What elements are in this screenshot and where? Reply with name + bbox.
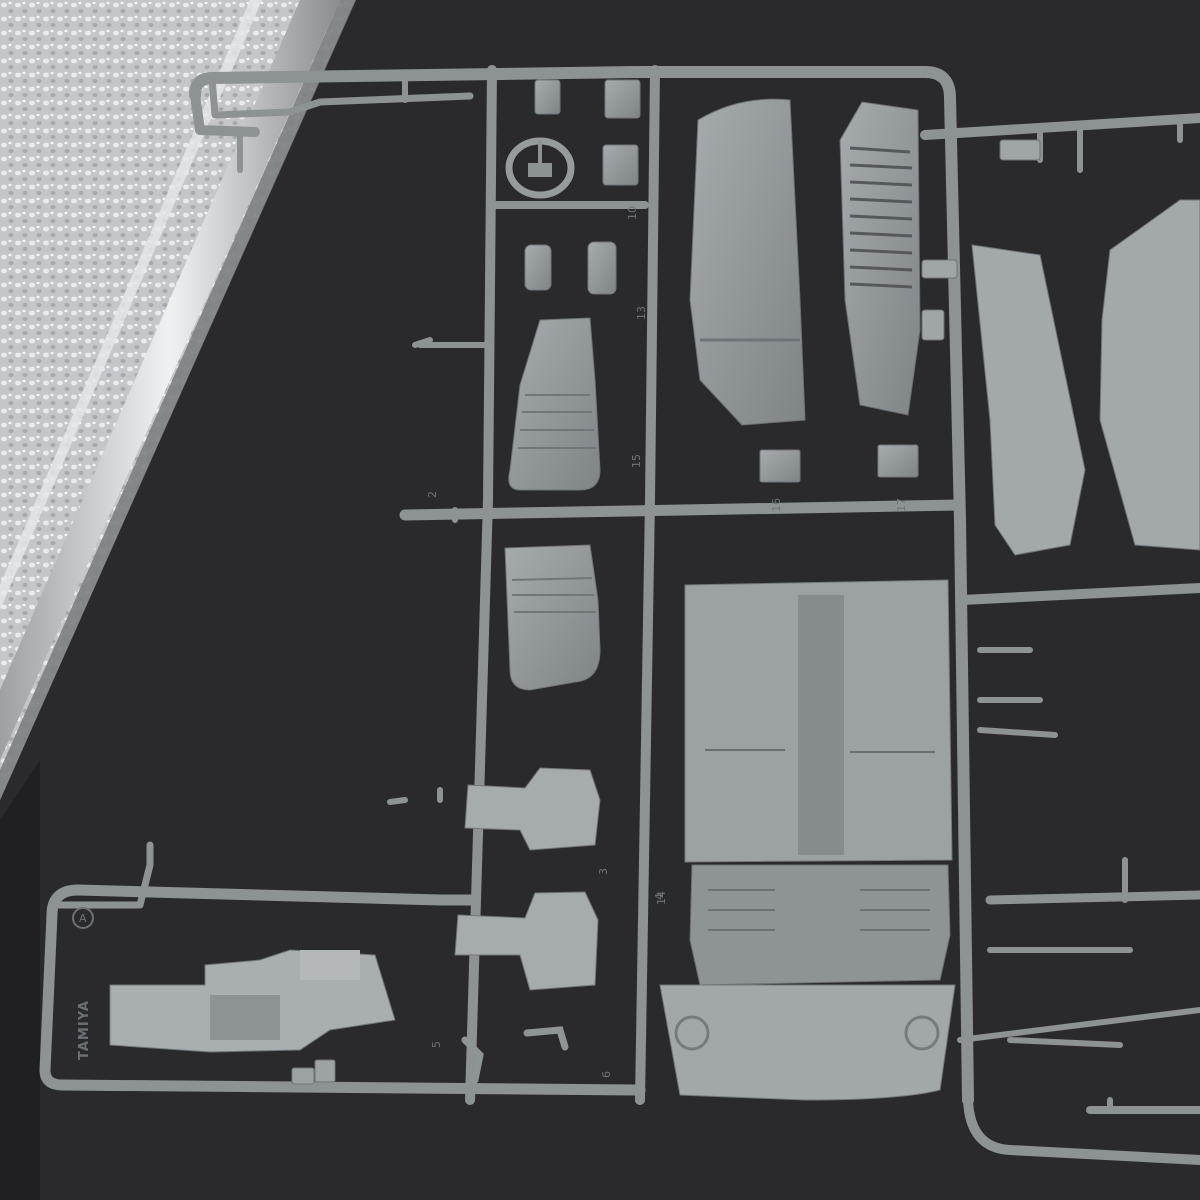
sprue-gates xyxy=(237,72,1183,1113)
part-number-3: 3 xyxy=(597,868,610,875)
part-number-6: 6 xyxy=(600,1071,613,1078)
runner-left-loop xyxy=(208,74,474,119)
pedals-part xyxy=(291,1059,336,1085)
rear-panel-part xyxy=(659,984,956,1101)
sprue-branding: A TAMIYA xyxy=(72,907,94,1060)
mirror-parts xyxy=(921,139,1041,341)
small-parts-top xyxy=(524,79,919,483)
part-number-2: 2 xyxy=(426,491,439,498)
runner-top-left xyxy=(190,90,260,137)
front-seat-part xyxy=(508,317,601,491)
floor-pan-part xyxy=(684,579,953,863)
tree-letter-badge xyxy=(72,907,94,929)
part-number-5: 5 xyxy=(430,1041,443,1048)
steering-wheel-part xyxy=(505,137,575,199)
runner-vertical-a xyxy=(465,65,497,1105)
dashboard-part xyxy=(109,949,396,1053)
part-numbers: 2 3 4 5 6 10 13 14 15 16 17 xyxy=(426,206,908,1078)
door-panel-part xyxy=(689,98,806,426)
runner-top xyxy=(189,66,974,1106)
tree-letter: A xyxy=(79,912,87,925)
part-number-14: 14 xyxy=(655,891,668,905)
front-seat-part-2 xyxy=(504,544,601,691)
runner-cross-middle xyxy=(399,499,966,521)
lever-parts xyxy=(461,1026,569,1084)
runner-vertical-b xyxy=(635,65,660,1105)
part-number-13: 13 xyxy=(635,306,648,320)
runner-right-bottom xyxy=(963,1095,1200,1165)
sprue-tree-a xyxy=(39,65,1200,1165)
part-number-17: 17 xyxy=(895,498,908,512)
part-number-15: 15 xyxy=(630,454,643,468)
seat-back-parts xyxy=(454,767,601,991)
part-number-4: 4 xyxy=(653,893,666,900)
mat-shadow xyxy=(0,760,40,1200)
runner-right-upper xyxy=(920,113,1200,140)
rear-seat-part xyxy=(689,864,951,986)
part-number-16: 16 xyxy=(770,498,783,512)
runner-right-mid xyxy=(957,583,1200,605)
runner-right-low xyxy=(985,890,1200,905)
side-panel-part-right xyxy=(1099,199,1200,551)
brand-logo-text: TAMIYA xyxy=(77,1000,92,1060)
runner-bottom-left-side xyxy=(39,884,646,1096)
runner-bottom-left-frame xyxy=(72,884,476,906)
aluminum-rail xyxy=(0,0,356,800)
grille-part xyxy=(839,101,921,416)
part-number-10: 10 xyxy=(626,206,639,220)
side-panel-part-left xyxy=(971,244,1086,556)
